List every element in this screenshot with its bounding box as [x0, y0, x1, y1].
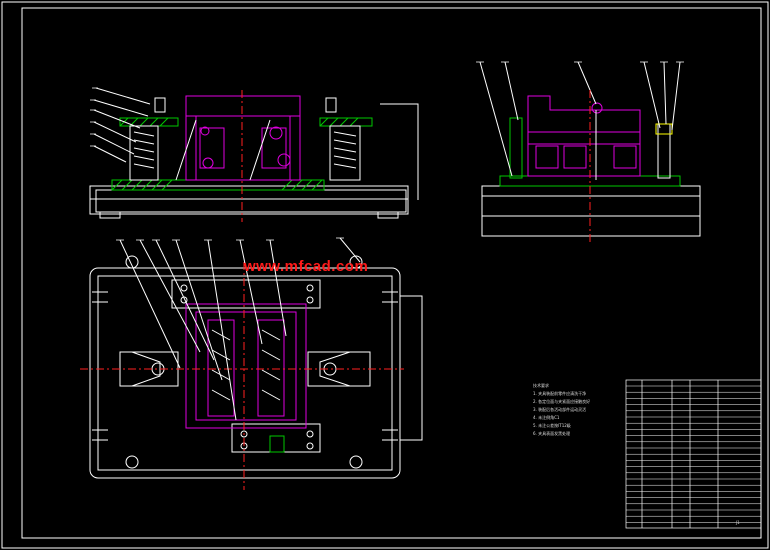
technical-notes: 技术要求 1. 夹具装配前零件应清洗干净 2. 各定位面与夹紧面应接触良好 3.…	[533, 382, 623, 438]
part-number-marks	[90, 61, 684, 241]
tech-notes-title: 技术要求	[533, 383, 549, 388]
tech-note-item: 2. 各定位面与夹紧面应接触良好	[533, 399, 591, 404]
inner-frame	[21, 7, 762, 539]
watermark-text: www.mfcad.com	[244, 258, 369, 275]
tech-note-item: 1. 夹具装配前零件应清洗干净	[533, 391, 587, 396]
tech-note-item: 5. 未注公差按IT12级	[533, 423, 571, 428]
side-view	[479, 61, 701, 244]
bom-rows	[626, 385, 761, 523]
plan-view	[80, 237, 423, 490]
tech-note-item: 4. 未注倒角C1	[533, 415, 560, 420]
front-view	[89, 87, 419, 222]
tech-note-item: 6. 夹具表面发黑处理	[533, 431, 571, 436]
tech-note-item: 3. 装配后各活动部件运动灵活	[533, 407, 587, 412]
drawing-number: J1	[736, 520, 740, 525]
